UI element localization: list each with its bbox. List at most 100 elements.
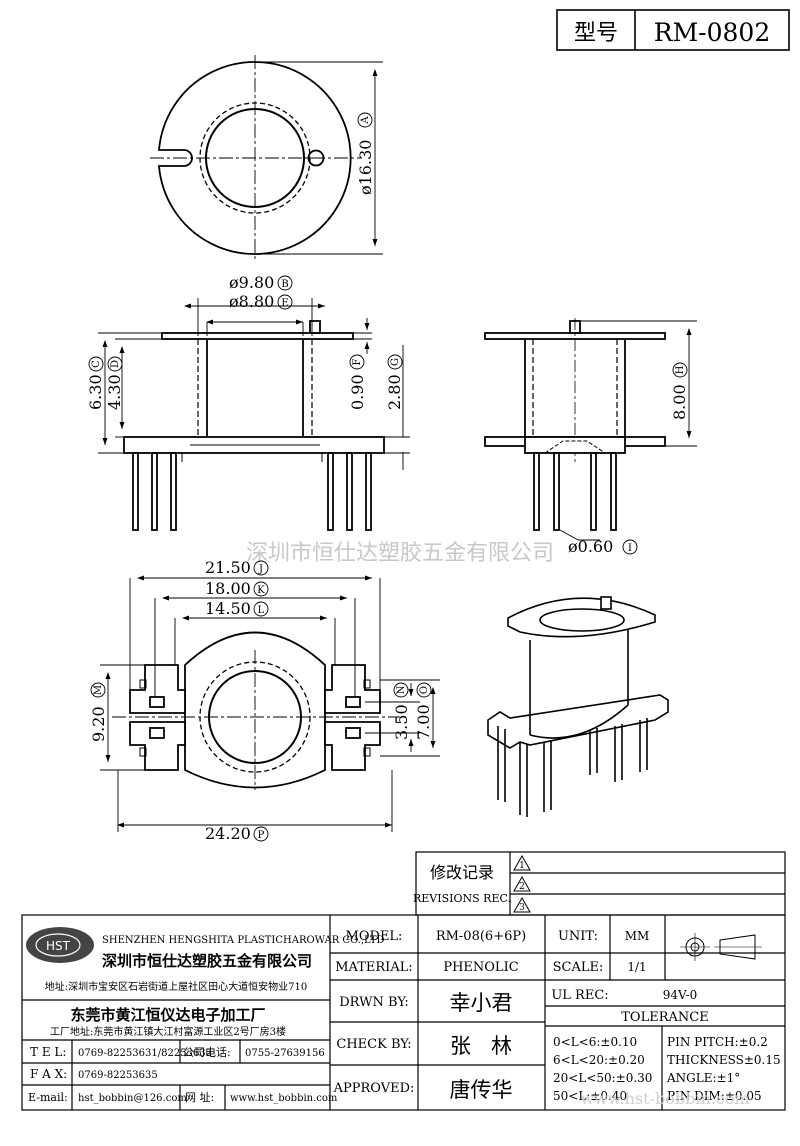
dim-e-value: ø8.80 bbox=[229, 292, 274, 311]
svg-text:O: O bbox=[419, 686, 430, 694]
dim-h-mark: H bbox=[672, 362, 688, 378]
tol-right-4: PIN DIM:±0.05 bbox=[667, 1089, 762, 1103]
dim-j-mark: J bbox=[253, 560, 269, 576]
dim-a-mark: A bbox=[357, 112, 373, 128]
dim-e-mark: E bbox=[277, 294, 293, 310]
fax-value: 0769-82253635 bbox=[78, 1070, 158, 1081]
bottom-view bbox=[100, 575, 440, 832]
tol-right-3: ANGLE:±1° bbox=[666, 1071, 740, 1085]
spec-approved-value: 唐传华 bbox=[450, 1078, 513, 1102]
company-name-en: SHENZHEN HENGSHITA PLASTICHAROWAR CO.,LT… bbox=[102, 935, 385, 946]
dim-c-value: 6.30 bbox=[86, 374, 105, 410]
company-name-cn: 深圳市恒仕达塑胶五金有限公司 bbox=[102, 952, 312, 970]
dim-l-value: 14.50 bbox=[205, 599, 251, 618]
dim-j-value: 21.50 bbox=[205, 558, 251, 577]
spec-model-label: MODEL: bbox=[346, 929, 403, 944]
spec-drawn-value: 幸小君 bbox=[450, 991, 513, 1015]
revisions-label-en: REVISIONS REC. bbox=[413, 892, 511, 905]
svg-text:J: J bbox=[258, 564, 263, 575]
tol-left-1: 0<L<6:±0.10 bbox=[553, 1035, 637, 1049]
factory-name: 东莞市黄江恒仪达电子加工厂 bbox=[70, 1006, 265, 1024]
svg-text:M: M bbox=[93, 685, 104, 695]
dim-i-mark: I bbox=[622, 539, 638, 555]
revision-table bbox=[415, 851, 786, 916]
svg-text:HST: HST bbox=[46, 939, 71, 953]
spec-scale-label: SCALE: bbox=[553, 960, 604, 975]
revision-3: 3 bbox=[513, 896, 531, 913]
dim-f-value: 0.90 bbox=[348, 374, 367, 410]
watermark-company: 深圳市恒仕达塑胶五金有限公司 bbox=[246, 541, 554, 566]
svg-text:P: P bbox=[258, 830, 265, 841]
svg-text:3: 3 bbox=[519, 903, 525, 913]
email-label: E-mail: bbox=[28, 1091, 68, 1104]
svg-text:B: B bbox=[281, 279, 288, 290]
fax-label: F A X: bbox=[30, 1067, 67, 1081]
tol-left-2: 6<L<20:±0.20 bbox=[553, 1053, 645, 1067]
isometric-view bbox=[487, 596, 669, 817]
spec-ul-label: UL REC: bbox=[551, 988, 608, 1003]
svg-text:E: E bbox=[281, 298, 288, 309]
top-view bbox=[150, 55, 383, 262]
spec-ul-value: 94V-0 bbox=[663, 988, 698, 1002]
svg-text:C: C bbox=[91, 360, 102, 368]
spec-scale-value: 1/1 bbox=[627, 960, 646, 974]
dim-k-value: 18.00 bbox=[205, 579, 251, 598]
spec-model-value: RM-08(6+6P) bbox=[436, 929, 526, 944]
side-view bbox=[484, 318, 697, 541]
tol-left-4: 50<L:±0.40 bbox=[553, 1089, 627, 1103]
dim-i-value: ø0.60 bbox=[568, 537, 613, 556]
dim-m-value: 9.20 bbox=[89, 706, 108, 742]
spec-unit-label: UNIT: bbox=[558, 929, 598, 944]
dim-g-value: 2.80 bbox=[385, 374, 404, 410]
revision-1: 1 bbox=[513, 854, 531, 871]
model-number: RM-0802 bbox=[654, 18, 771, 47]
dim-o-mark: O bbox=[416, 682, 432, 698]
dim-p-value: 24.20 bbox=[205, 824, 251, 843]
tol-right-1: PIN PITCH:±0.2 bbox=[667, 1035, 768, 1049]
spec-material-label: MATERIAL: bbox=[335, 960, 412, 975]
dim-h-value: 8.00 bbox=[670, 384, 689, 420]
dim-d-mark: D bbox=[107, 356, 123, 372]
web-value: www.hst_bobbin.com bbox=[230, 1093, 338, 1104]
svg-text:A: A bbox=[360, 116, 371, 125]
dim-l-mark: L bbox=[253, 601, 269, 617]
dim-f-mark: F bbox=[349, 354, 365, 370]
tel-label: T E L: bbox=[30, 1045, 66, 1059]
email-value: hst_bobbin@126.com bbox=[78, 1093, 187, 1104]
dim-b-value: ø9.80 bbox=[229, 273, 274, 292]
dim-o-value: 7.00 bbox=[414, 704, 433, 740]
dim-g-mark: G bbox=[387, 354, 403, 370]
svg-text:L: L bbox=[258, 605, 265, 616]
spec-check-value: 张 林 bbox=[450, 1034, 512, 1058]
revisions-label-cn: 修改记录 bbox=[430, 863, 494, 882]
front-view bbox=[98, 298, 410, 531]
phone-value: 0755-27639156 bbox=[245, 1048, 325, 1059]
dim-p-mark: P bbox=[253, 826, 269, 842]
factory-address: 工厂地址:东莞市黄江镇大江村富源工业区2号厂房3楼 bbox=[50, 1025, 286, 1038]
footer-watermark: www.hst-bobbin.com bbox=[580, 1089, 749, 1108]
model-label: 型号 bbox=[574, 21, 618, 46]
svg-text:2: 2 bbox=[519, 882, 525, 892]
spec-check-label: CHECK BY: bbox=[336, 1037, 411, 1052]
spec-unit-value: MM bbox=[625, 929, 650, 943]
svg-text:G: G bbox=[390, 358, 401, 366]
svg-text:1: 1 bbox=[519, 861, 525, 871]
phone-label: 公司电话: bbox=[183, 1046, 231, 1059]
dim-c-mark: C bbox=[88, 356, 104, 372]
revision-2: 2 bbox=[513, 875, 531, 892]
dim-k-mark: K bbox=[253, 581, 269, 597]
dim-d-value: 4.30 bbox=[105, 374, 124, 410]
spec-tolerance-label: TOLERANCE bbox=[621, 1010, 708, 1025]
web-label: 网 址: bbox=[185, 1090, 214, 1104]
projection-symbol-icon bbox=[680, 933, 762, 961]
tel-value: 0769-82253631/82253632 bbox=[78, 1048, 212, 1059]
header-box bbox=[556, 9, 790, 51]
tol-right-2: THICKNESS±0.15 bbox=[667, 1053, 781, 1067]
company-logo: HST bbox=[26, 927, 94, 963]
svg-text:N: N bbox=[396, 685, 407, 694]
spec-drawn-label: DRWN BY: bbox=[339, 995, 408, 1010]
svg-text:H: H bbox=[675, 365, 686, 374]
svg-text:F: F bbox=[352, 358, 363, 365]
